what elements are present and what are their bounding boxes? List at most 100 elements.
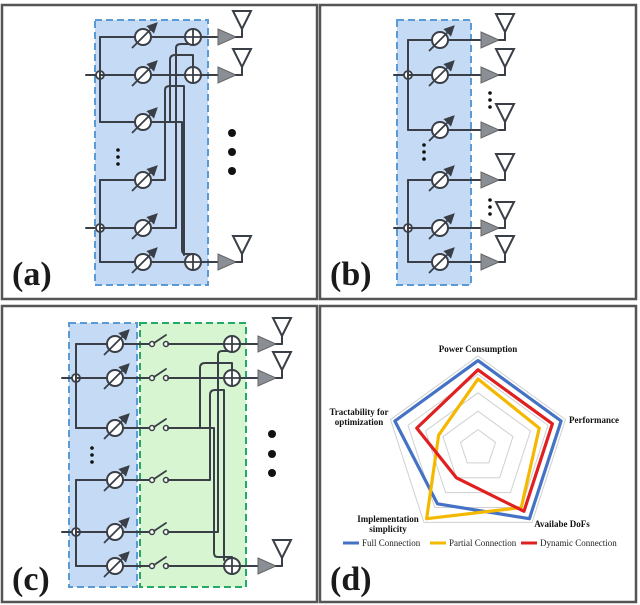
ellipsis-dot xyxy=(116,162,120,166)
switch-lever xyxy=(153,334,167,344)
power-amplifier-icon xyxy=(480,66,501,84)
phase-shifter-arrow xyxy=(131,247,158,274)
panel-b-label: (b) xyxy=(330,256,372,293)
switch-lever xyxy=(153,522,167,532)
ellipsis-dot xyxy=(268,450,276,458)
ellipsis-dot xyxy=(422,143,426,147)
radar-grid-ring xyxy=(424,392,532,494)
power-amplifier-icon xyxy=(257,335,278,353)
antenna-icon xyxy=(494,235,516,257)
legend-label: Dynamic Connection xyxy=(540,538,617,548)
cross-route xyxy=(150,28,194,229)
antenna-icon xyxy=(494,201,516,223)
ellipsis-dot xyxy=(116,155,120,159)
panel-a-label: (a) xyxy=(12,256,52,293)
switch-lever xyxy=(153,556,167,566)
panel-b-diagram xyxy=(393,13,516,274)
ellipsis-dot xyxy=(268,469,276,477)
panel-b-frame xyxy=(318,3,638,301)
switch-lever xyxy=(153,418,167,428)
power-amplifier-icon xyxy=(480,171,501,189)
radar-series-dynamic-connection xyxy=(415,368,554,513)
power-amplifier-icon xyxy=(480,121,501,139)
ellipsis-dot xyxy=(422,150,426,154)
legend-label: Partial Connection xyxy=(449,538,517,548)
antenna-icon xyxy=(494,103,516,125)
panel-a-diagram xyxy=(85,10,253,274)
panel-c-switch-region xyxy=(139,322,247,588)
power-amplifier-icon xyxy=(217,28,238,46)
ellipsis-dot xyxy=(228,167,236,175)
panel-c-phase-shifter-region xyxy=(68,322,138,588)
antenna-icon xyxy=(494,48,516,70)
panel-d-frame xyxy=(318,304,638,604)
cross-route xyxy=(167,362,233,429)
switch-lever xyxy=(153,368,167,378)
phase-shifter-arrow xyxy=(103,465,130,492)
radar-axis-label-implementation: Implementation xyxy=(357,514,419,524)
antenna-icon xyxy=(231,10,253,32)
ellipsis-dot xyxy=(488,198,492,202)
phase-shifter-arrow xyxy=(428,60,455,87)
phase-shifter-arrow xyxy=(428,25,455,52)
power-amplifier-icon xyxy=(217,253,238,271)
phase-shifter-arrow xyxy=(103,551,130,578)
phase-shifter-arrow xyxy=(131,165,158,192)
power-amplifier-icon xyxy=(217,66,238,84)
phase-shifter-arrow xyxy=(131,22,158,49)
radar-axis-label-tractability: Tractability for xyxy=(329,407,388,417)
ellipsis-dot xyxy=(488,91,492,95)
power-amplifier-icon xyxy=(480,31,501,49)
phase-shifter-arrow xyxy=(428,165,455,192)
phase-shifter-arrow xyxy=(131,107,158,134)
radar-axis-label-dofs: Availabe DoFs xyxy=(534,519,590,529)
power-amplifier-icon xyxy=(480,253,501,271)
phase-shifter-arrow xyxy=(131,213,158,240)
ellipsis-dot xyxy=(228,129,236,137)
phase-shifter-arrow xyxy=(428,213,455,240)
phase-shifter-arrow xyxy=(131,60,158,87)
phase-shifter-arrow xyxy=(428,115,455,142)
ellipsis-dot xyxy=(90,460,94,464)
ellipsis-dot xyxy=(268,430,276,438)
phase-shifter-arrow xyxy=(103,363,130,390)
ellipsis-dot xyxy=(488,105,492,109)
legend-label: Full Connection xyxy=(362,538,421,548)
switch-lever xyxy=(153,470,167,480)
ellipsis-dot xyxy=(228,148,236,156)
radar-grid-ring xyxy=(389,355,567,523)
ellipsis-dot xyxy=(488,212,492,216)
panel-b-phase-shifter-region xyxy=(396,19,472,286)
phase-shifter-arrow xyxy=(103,329,130,356)
antenna-icon xyxy=(494,153,516,175)
radar-axis-label-implementation: simplicity xyxy=(369,524,407,534)
panel-c-diagram xyxy=(61,317,293,578)
radar-series-partial-connection xyxy=(425,377,541,521)
radar-grid-ring xyxy=(459,428,497,464)
power-amplifier-icon xyxy=(257,557,278,575)
radar-grid-ring xyxy=(407,373,549,509)
antenna-icon xyxy=(231,235,253,257)
ellipsis-dot xyxy=(422,157,426,161)
cross-route xyxy=(167,335,233,533)
ellipsis-dot xyxy=(116,148,120,152)
radar-axis-label-tractability: optimization xyxy=(335,417,384,427)
antenna-icon xyxy=(271,539,293,561)
ellipsis-dot xyxy=(90,446,94,450)
antenna-icon xyxy=(271,351,293,373)
ellipsis-dot xyxy=(488,205,492,209)
antenna-icon xyxy=(231,48,253,70)
panel-c-label: (c) xyxy=(12,561,50,598)
cross-route xyxy=(167,427,233,558)
ellipsis-dot xyxy=(488,98,492,102)
panel-d-label: (d) xyxy=(330,561,372,598)
cross-route xyxy=(150,54,194,123)
ellipsis-dot xyxy=(90,453,94,457)
cross-route xyxy=(167,389,225,561)
power-amplifier-icon xyxy=(480,219,501,237)
cross-route xyxy=(150,85,185,256)
panel-a-phase-shifter-region xyxy=(94,19,209,286)
antenna-icon xyxy=(271,317,293,339)
